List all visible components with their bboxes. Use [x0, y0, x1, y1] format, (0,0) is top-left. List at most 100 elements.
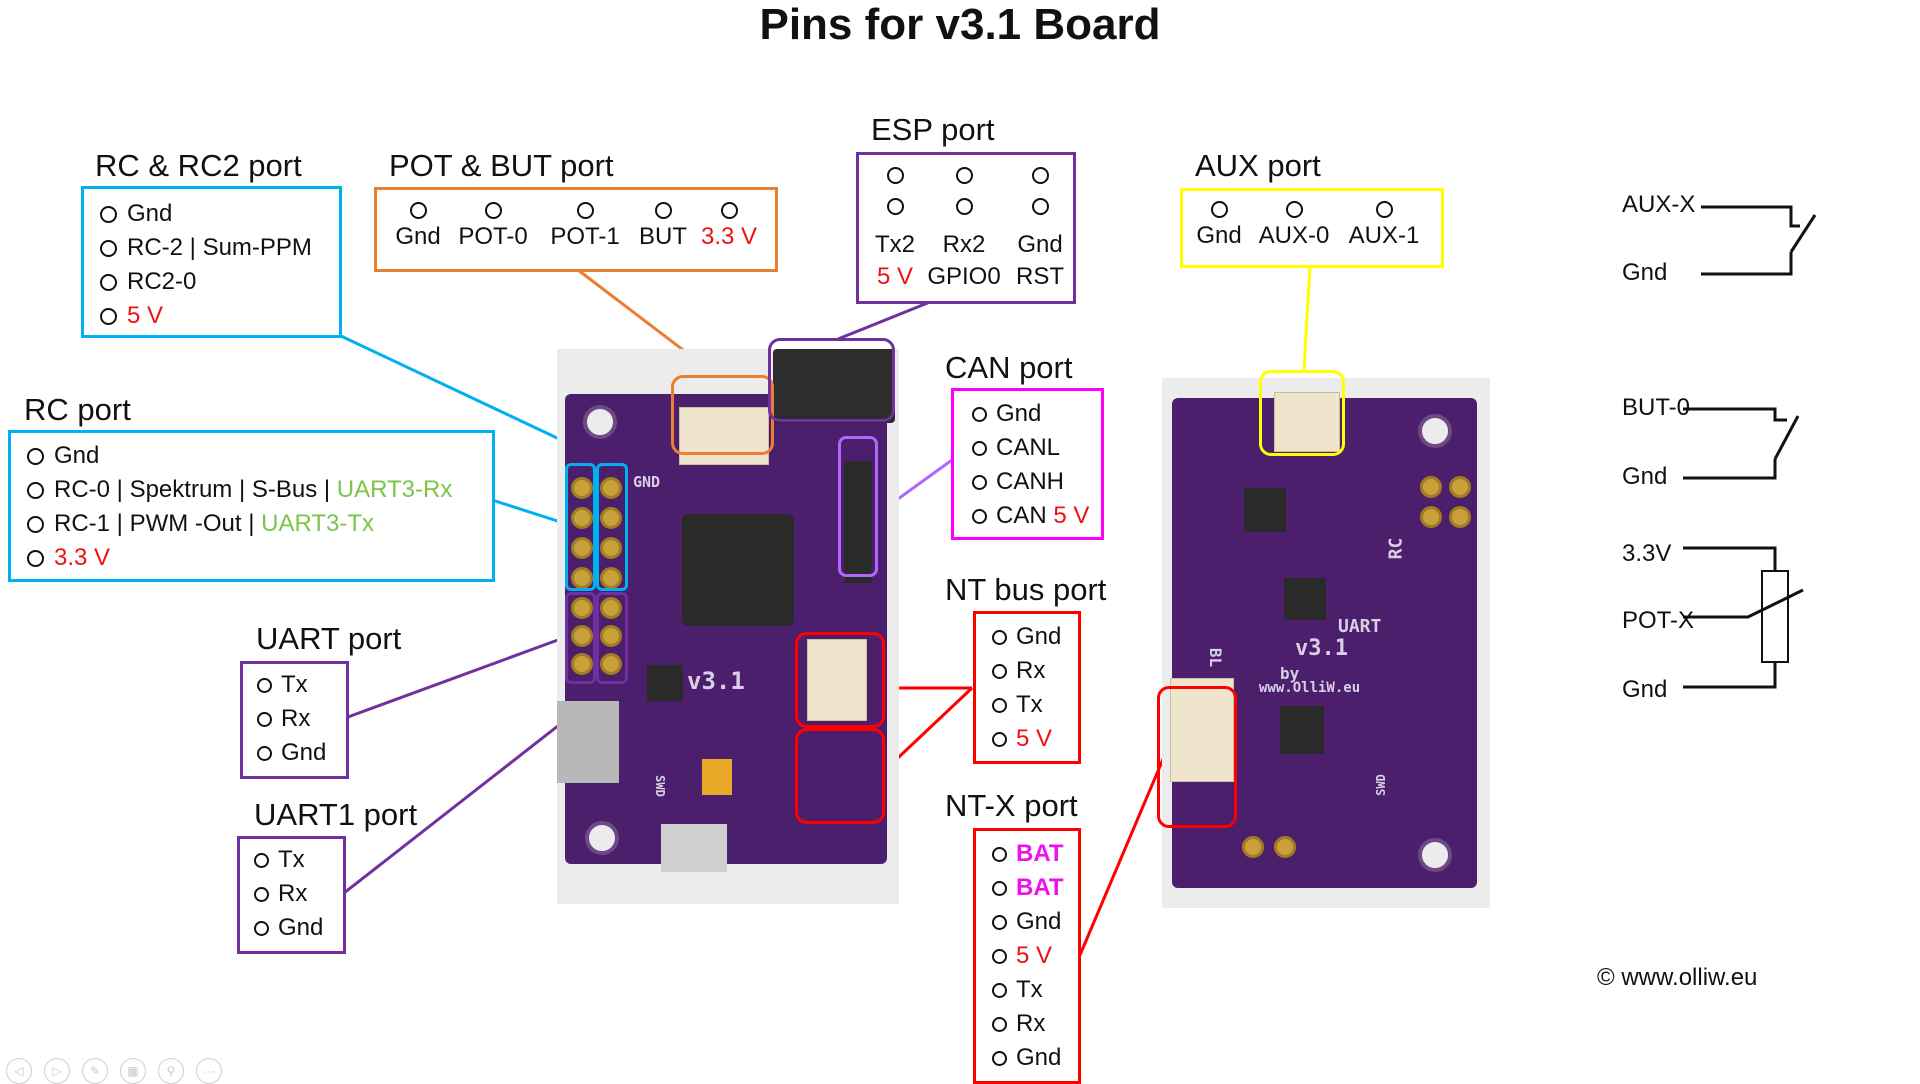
- rc-pin: [1449, 476, 1471, 498]
- page-title: Pins for v3.1 Board: [759, 0, 1161, 49]
- ntx-port-title: NT-X port: [945, 788, 1078, 823]
- ntx-port-box: BAT BAT Gnd 5 V Tx Rx Gnd: [973, 828, 1081, 1084]
- rc-pin: [571, 507, 593, 529]
- esp-pins: [865, 167, 1077, 215]
- controller-chip: [1284, 578, 1326, 620]
- mount-hole: [583, 405, 617, 439]
- pin-circle-icon: [720, 202, 738, 219]
- rc-pin: [600, 567, 622, 589]
- pin-row: Gnd: [992, 620, 1078, 654]
- rc-port-title: RC port: [24, 392, 131, 427]
- but-gnd-label: Gnd: [1622, 463, 1668, 490]
- pin-row: Gnd: [257, 736, 346, 770]
- pin-circle-icon: [992, 880, 1007, 896]
- silk-version: v3.1: [1295, 636, 1348, 661]
- pot-but-port-title: POT & BUT port: [389, 148, 614, 183]
- pin-row: 5 V: [100, 299, 339, 333]
- zoom-icon[interactable]: ⚲: [158, 1058, 184, 1084]
- rc-rc2-port-box: Gnd RC-2 | Sum-PPM RC2-0 5 V: [81, 186, 342, 338]
- aux-connector: [1274, 392, 1340, 452]
- pin-circle-icon: [27, 549, 44, 567]
- pin-row: Gnd: [992, 1041, 1078, 1075]
- pin-circle-icon: [972, 440, 987, 456]
- can-header: [844, 461, 872, 583]
- can-header-highlight: [838, 436, 878, 577]
- rc-pin: [571, 537, 593, 559]
- pin-row: Tx: [254, 843, 343, 877]
- pin-circle-icon: [992, 731, 1007, 747]
- pin-row: Rx: [992, 1007, 1078, 1041]
- pin-circle-icon: [992, 697, 1007, 713]
- rc-pin: [600, 507, 622, 529]
- can-port-box: Gnd CANL CANH CAN 5 V: [951, 388, 1104, 540]
- ntbus-connector-highlight: [795, 632, 885, 728]
- mcu-chip: [682, 514, 794, 626]
- pen-icon[interactable]: ✎: [82, 1058, 108, 1084]
- pin-row: Gnd: [254, 911, 343, 945]
- pin-circle-icon: [257, 711, 272, 727]
- silk-uart: UART: [1338, 616, 1382, 637]
- pin-row: Tx: [992, 973, 1078, 1007]
- uart-port-box: Tx Rx Gnd: [240, 661, 349, 779]
- pin-circle-icon: [992, 1050, 1007, 1066]
- pin-row: Tx: [257, 668, 346, 702]
- rc-right-column-highlight: [596, 463, 628, 591]
- ntx-connector: [1170, 678, 1234, 782]
- pin-circle-icon: [100, 307, 117, 325]
- pin-row: 5 V: [992, 939, 1078, 973]
- pin-circle-icon: [992, 914, 1007, 930]
- uart-port-title: UART port: [256, 621, 402, 656]
- rc-pin: [571, 477, 593, 499]
- pin-circle-icon: [654, 202, 672, 219]
- pin-circle-icon: [257, 677, 272, 693]
- previous-icon[interactable]: ◁: [6, 1058, 32, 1084]
- pot-connector: [679, 407, 769, 465]
- pin-circle-icon: [100, 239, 117, 257]
- pin-circle-icon: [100, 273, 117, 291]
- aux-switch-symbol: [1701, 205, 1817, 276]
- rc-pin: [600, 537, 622, 559]
- mount-hole: [1418, 414, 1452, 448]
- uart1-port-box: Tx Rx Gnd: [237, 836, 346, 954]
- esp-port-title: ESP port: [871, 112, 995, 147]
- ntbus-port-box: Gnd Rx Tx 5 V: [973, 611, 1081, 764]
- pin-circle-icon: [955, 167, 973, 184]
- uart-left-column-highlight: [565, 592, 596, 684]
- pin-row: RC-1 | PWM -Out | UART3-Tx: [27, 507, 492, 541]
- next-icon[interactable]: ▷: [44, 1058, 70, 1084]
- pin-row: RC2-0: [100, 265, 339, 299]
- pin-circle-icon: [409, 202, 427, 219]
- more-icon[interactable]: ···: [196, 1058, 222, 1084]
- pin-circle-icon: [100, 205, 117, 223]
- pin-row: RC-0 | Spektrum | S-Bus | UART3-Rx: [27, 473, 492, 507]
- pin-circle-icon: [886, 167, 904, 184]
- rc-pin: [600, 477, 622, 499]
- pin-row: CANH: [972, 465, 1101, 499]
- esp-header-highlight: [768, 338, 895, 422]
- pin-row: BAT: [992, 837, 1078, 871]
- pin-circle-icon: [27, 515, 44, 533]
- rc-left-column-highlight: [565, 463, 596, 591]
- pin-circle-icon: [1210, 201, 1228, 218]
- pin-circle-icon: [254, 852, 269, 868]
- uart1-port-title: UART1 port: [254, 797, 418, 832]
- pin-circle-icon: [1031, 198, 1049, 215]
- pin-circle-icon: [576, 202, 594, 219]
- aux-port-title: AUX port: [1195, 148, 1321, 183]
- copyright: © www.olliw.eu: [1597, 964, 1758, 991]
- pin-circle-icon: [972, 508, 987, 524]
- power-pad: [1274, 836, 1296, 858]
- pin-circle-icon: [992, 1016, 1007, 1032]
- pin-circle-icon: [955, 198, 973, 215]
- rc-port-box: Gnd RC-0 | Spektrum | S-Bus | UART3-Rx R…: [8, 430, 495, 582]
- pin-circle-icon: [992, 982, 1007, 998]
- can-port-title: CAN port: [945, 350, 1073, 385]
- pin-row: CAN 5 V: [972, 499, 1101, 533]
- pin-circle-icon: [992, 663, 1007, 679]
- slides-icon[interactable]: ▦: [120, 1058, 146, 1084]
- pin-circle-icon: [484, 202, 502, 219]
- slide-switch: [661, 824, 727, 872]
- pin-row: CANL: [972, 431, 1101, 465]
